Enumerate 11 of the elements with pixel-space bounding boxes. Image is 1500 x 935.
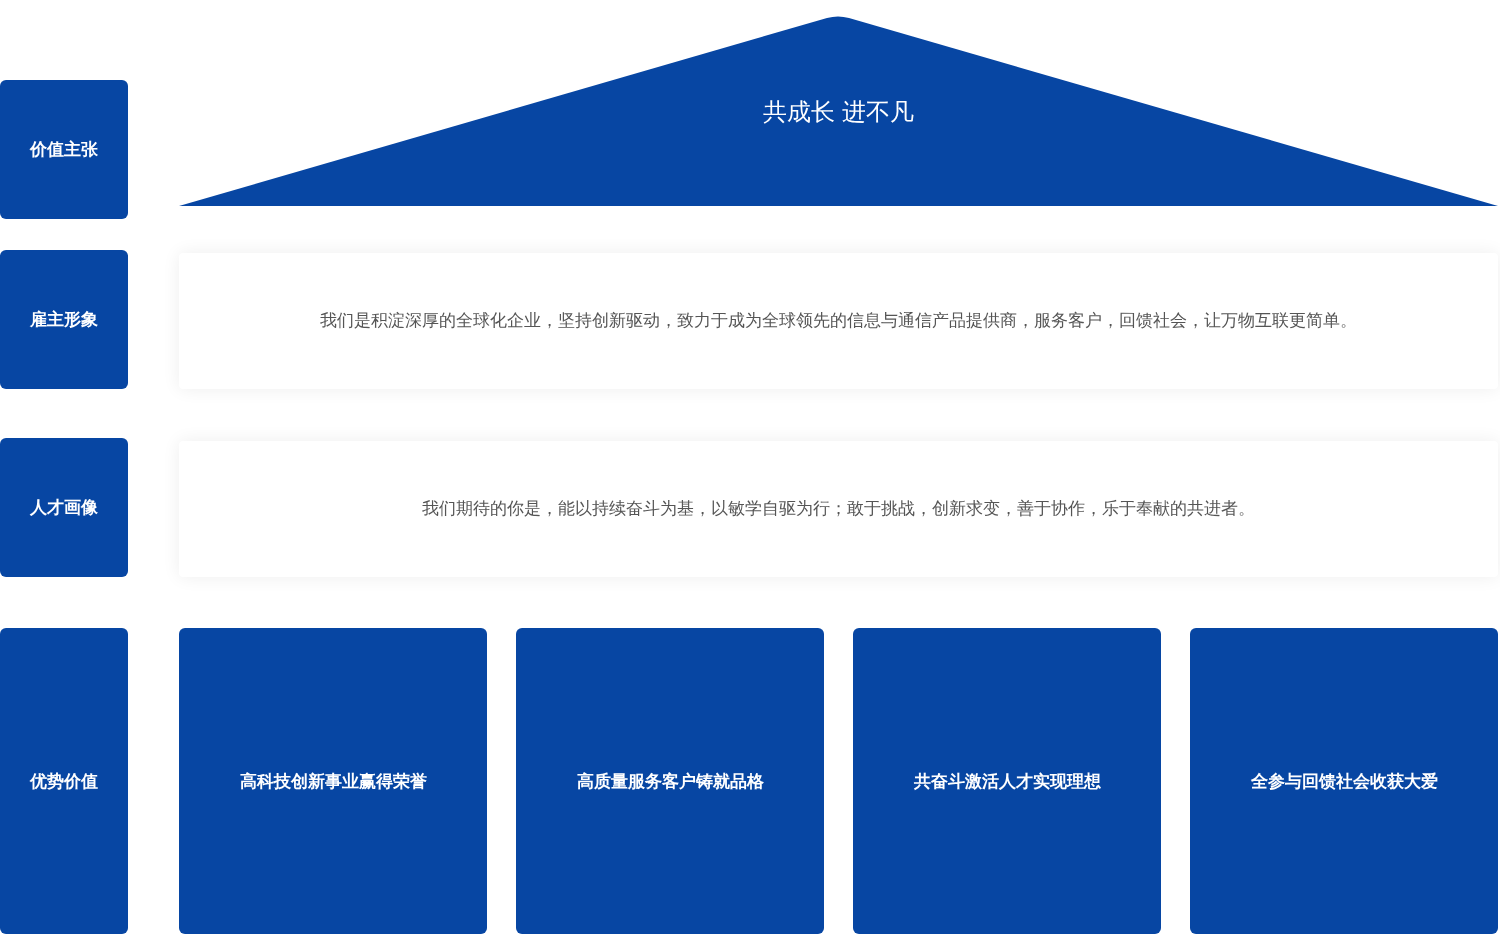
row-heading-tile: 优势价值	[0, 628, 128, 934]
roof-banner: 共成长 进不凡	[179, 16, 1498, 206]
row-heading-tile: 人才画像	[0, 438, 128, 577]
value-tile: 高科技创新事业赢得荣誉	[179, 628, 487, 934]
value-tile: 全参与回馈社会收获大爱	[1190, 628, 1498, 934]
statement-card: 我们是积淀深厚的全球化企业，坚持创新驱动，致力于成为全球领先的信息与通信产品提供商，服务客户，回馈社会，让万物互联更简单。	[179, 253, 1498, 389]
value-tile: 高质量服务客户铸就品格	[516, 628, 824, 934]
value-tile: 共奋斗激活人才实现理想	[853, 628, 1161, 934]
statement-card: 我们期待的你是，能以持续奋斗为基，以敏学自驱为行；敢于挑战，创新求变，善于协作，乐于奉献的共进者。	[179, 441, 1498, 577]
row-heading-tile: 价值主张	[0, 80, 128, 219]
row-heading-tile: 雇主形象	[0, 250, 128, 389]
